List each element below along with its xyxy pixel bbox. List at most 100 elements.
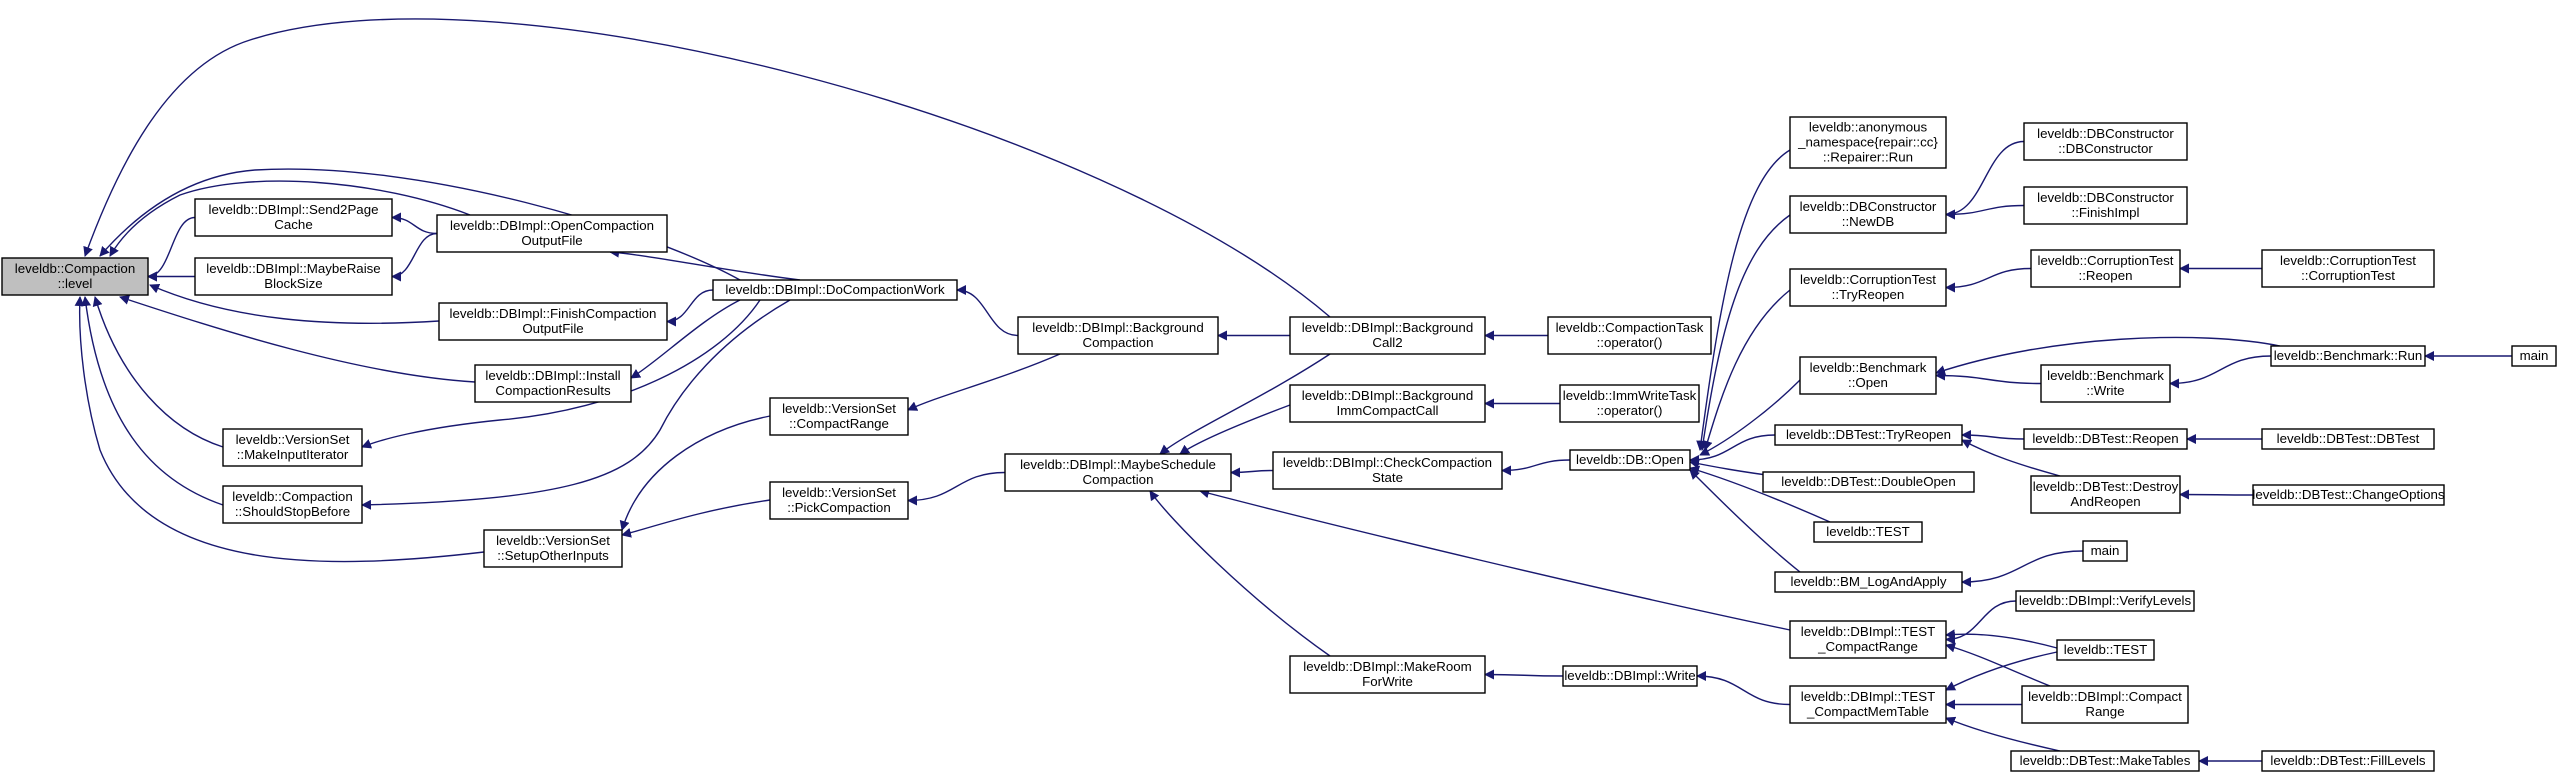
node-install[interactable]: leveldb::DBImpl::InstallCompactionResult… [474,364,632,403]
node-box [2040,364,2171,403]
node-dbimplCompRange[interactable]: leveldb::DBImpl::CompactRange [2021,685,2189,724]
node-label: leveldb::anonymous [1809,120,1928,135]
node-test1[interactable]: leveldb::TEST [1813,521,1923,543]
node-fillLevels[interactable]: leveldb::DBTest::FillLevels [2261,750,2435,772]
node-label: leveldb::DBImpl::TEST [1801,624,1936,639]
node-box [1272,451,1503,490]
node-label: leveldb::VersionSet [496,533,610,548]
edge-newDB-to-dbOpen [1698,214,1791,451]
edge-benchRun-to-benchWrite [2169,355,2272,389]
node-label: leveldb::TEST [1826,524,1910,539]
edge-makeInputIter-to-root [92,296,224,448]
edge-doCompWork-to-openCompOut [609,247,801,281]
node-main2[interactable]: main [2511,345,2557,367]
node-label: ::NewDB [1842,214,1895,229]
node-label: ::TryReopen [1832,287,1905,302]
node-dbimplWrite[interactable]: leveldb::DBImpl::Write [1562,665,1698,687]
node-label: Range [2085,704,2124,719]
node-box [1547,316,1712,355]
node-label: leveldb::DBImpl::Background [1032,320,1203,335]
node-setupOther[interactable]: leveldb::VersionSet::SetupOtherInputs [483,529,623,568]
node-dbtTryReopen[interactable]: leveldb::DBTest::TryReopen [1774,424,1963,446]
node-shouldStop[interactable]: leveldb::Compaction::ShouldStopBefore [222,485,363,524]
node-label: leveldb::VersionSet [236,432,350,447]
node-label: main [2091,543,2120,558]
node-label: leveldb::DBTest::MakeTables [2020,753,2191,768]
node-label: leveldb::DBConstructor [1800,199,1937,214]
node-newDB[interactable]: leveldb::DBConstructor::NewDB [1789,195,1947,234]
node-benchWrite[interactable]: leveldb::Benchmark::Write [2040,364,2171,403]
edge-corrReopen-to-corrTryReopen [1945,267,2032,293]
node-repairerRun[interactable]: leveldb::anonymous_namespace{repair::cc}… [1789,116,1947,169]
node-corrTryReopen[interactable]: leveldb::CorruptionTest::TryReopen [1789,268,1947,307]
edge-testCompMem-to-dbimplWrite [1696,671,1791,706]
node-box [1017,316,1219,355]
node-label: ::Reopen [2079,268,2133,283]
node-test2[interactable]: leveldb::TEST [2056,639,2155,661]
node-compactRange[interactable]: leveldb::VersionSet::CompactRange [769,397,909,436]
node-label: Compaction [1083,335,1154,350]
node-bgImm[interactable]: leveldb::DBImpl::BackgroundImmCompactCal… [1289,384,1486,423]
node-label: ::CompactRange [789,416,889,431]
node-pickComp[interactable]: leveldb::VersionSet::PickCompaction [769,481,909,520]
node-verifyLevels[interactable]: leveldb::DBImpl::VerifyLevels [2015,590,2195,612]
node-compTaskOp[interactable]: leveldb::CompactionTask::operator() [1547,316,1712,355]
node-benchRun[interactable]: leveldb::Benchmark::Run [2270,345,2426,367]
node-box [1562,665,1698,687]
node-box [1289,655,1486,694]
node-makeTables[interactable]: leveldb::DBTest::MakeTables [2010,750,2200,772]
node-label: ::MakeInputIterator [237,447,349,462]
node-doCompWork[interactable]: leveldb::DBImpl::DoCompactionWork [712,279,958,301]
node-dbtReopen[interactable]: leveldb::DBTest::Reopen [2023,428,2188,450]
node-immWriteOp[interactable]: leveldb::ImmWriteTask::operator() [1559,384,1700,423]
edge-dbtDestroy-to-dbtTryReopen [1961,439,2061,477]
node-label: leveldb::DBTest::ChangeOptions [2252,487,2445,502]
node-box [438,302,668,341]
edge-checkComp-to-maybeSched [1230,467,1274,478]
node-makeInputIter[interactable]: leveldb::VersionSet::MakeInputIterator [222,428,363,467]
node-label: _CompactMemTable [1806,704,1929,719]
node-openCompOut[interactable]: leveldb::DBImpl::OpenCompactionOutputFil… [436,214,668,253]
node-box [474,364,632,403]
edge-bmLog-to-dbOpen [1689,469,1801,573]
node-label: leveldb::DBImpl::TEST [1801,689,1936,704]
node-main1[interactable]: main [2082,540,2128,562]
node-label: ::ShouldStopBefore [235,504,350,519]
node-box [2015,590,2195,612]
node-dbOpen[interactable]: leveldb::DB::Open [1569,449,1691,471]
node-box [2082,540,2128,562]
node-corrCtor[interactable]: leveldb::CorruptionTest::CorruptionTest [2261,249,2435,288]
node-box [1559,384,1700,423]
node-testCompMem[interactable]: leveldb::DBImpl::TEST_CompactMemTable [1789,685,1947,724]
node-box [1569,449,1691,471]
node-label: leveldb::DBImpl::CheckCompaction [1283,455,1492,470]
node-finishCompOut[interactable]: leveldb::DBImpl::FinishCompactionOutputF… [438,302,668,341]
node-dbtDBTest[interactable]: leveldb::DBTest::DBTest [2261,428,2435,450]
node-root[interactable]: leveldb::Compaction::level [1,257,149,296]
node-dbcFinish[interactable]: leveldb::DBConstructor::FinishImpl [2023,186,2188,225]
node-benchOpen[interactable]: leveldb::Benchmark::Open [1799,356,1937,395]
edge-openCompOut-to-maybeRaise [391,232,438,282]
node-label: leveldb::DBImpl::Compact [2028,689,2182,704]
node-corrReopen[interactable]: leveldb::CorruptionTest::Reopen [2030,249,2181,288]
node-testCompRange[interactable]: leveldb::DBImpl::TEST_CompactRange [1789,620,1947,659]
node-changeOpts[interactable]: leveldb::DBTest::ChangeOptions [2252,484,2445,506]
node-dbtDoubleOpen[interactable]: leveldb::DBTest::DoubleOpen [1762,471,1975,493]
node-dbcCtor[interactable]: leveldb::DBConstructor::DBConstructor [2023,122,2188,161]
edge-doCompWork-to-finishCompOut [666,289,714,327]
node-box [1789,685,1947,724]
node-label: Cache [274,217,312,232]
node-label: OutputFile [521,233,582,248]
node-box [2270,345,2426,367]
node-bmLog[interactable]: leveldb::BM_LogAndApply [1774,571,1963,593]
node-label: leveldb::CorruptionTest [1800,272,1936,287]
